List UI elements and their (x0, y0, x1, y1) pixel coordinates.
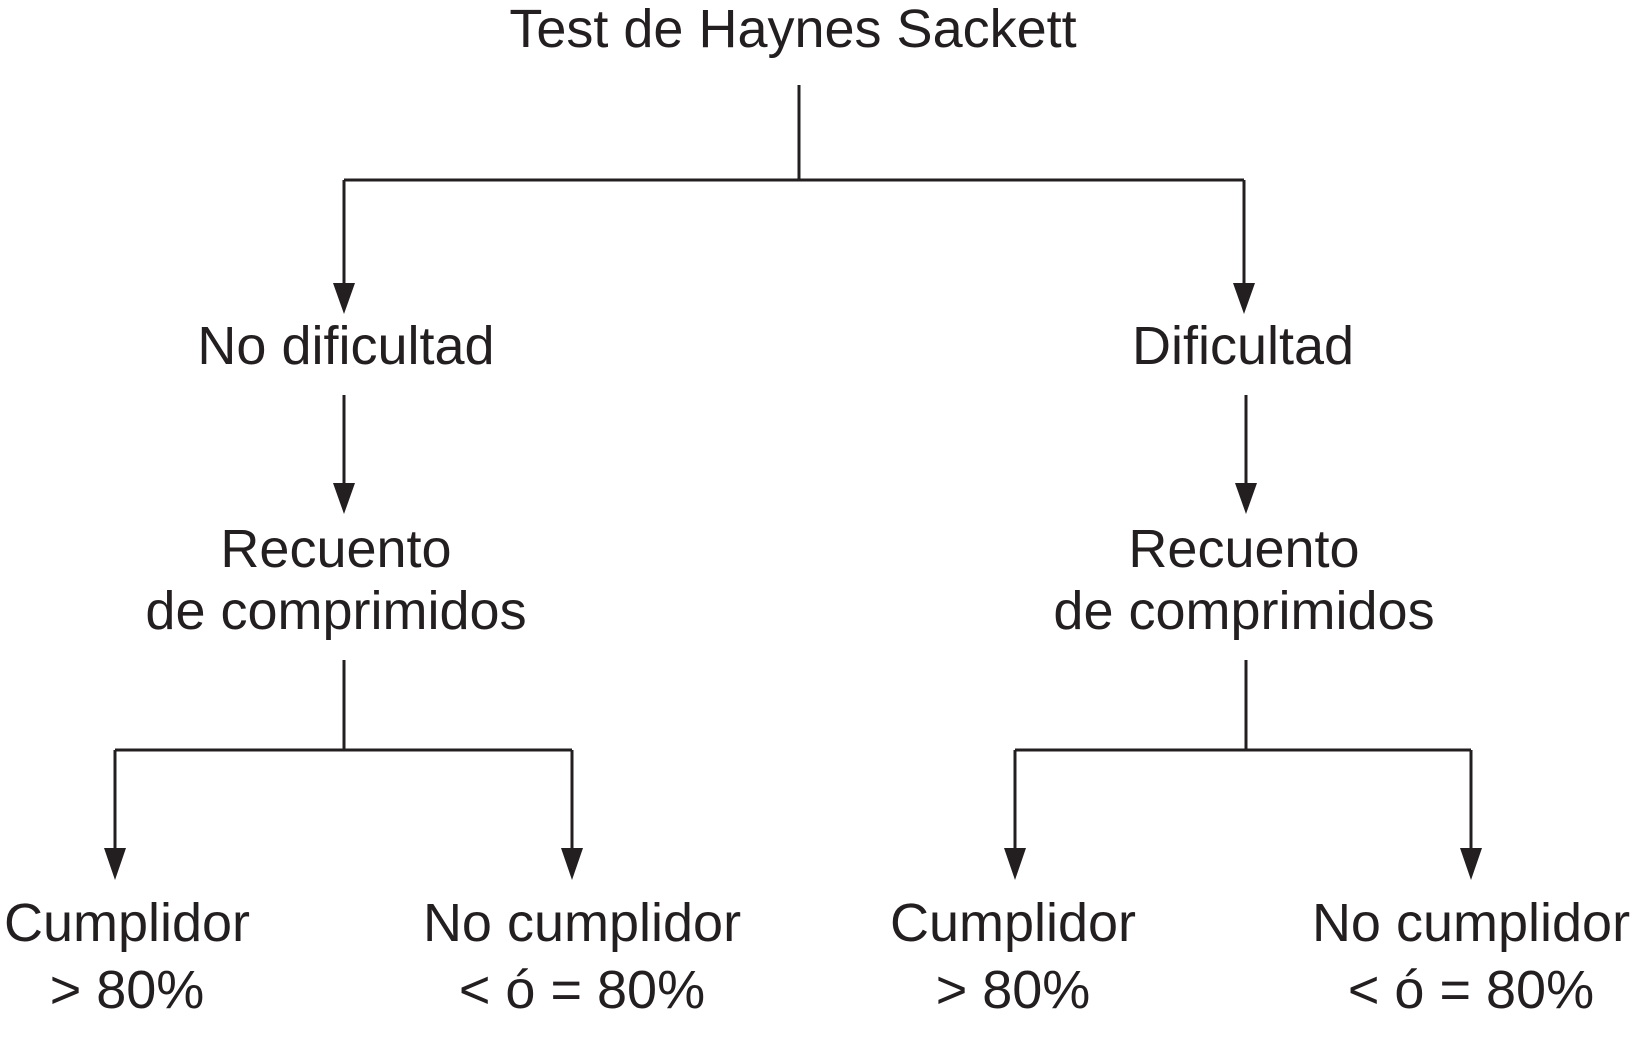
root-node: Test de Haynes Sackett (509, 0, 1076, 60)
outcome-node-right-noncompliant: No cumplidor < ó = 80% (1312, 892, 1630, 1021)
outcome-threshold: > 80% (935, 960, 1091, 1020)
outcome-label: No cumplidor (422, 893, 742, 953)
left-outcome-1-arrowhead (104, 848, 126, 880)
outcome-threshold: < ó = 80% (1347, 960, 1595, 1020)
outcome-node-left-compliant: Cumplidor > 80% (4, 892, 250, 1021)
step-line-2: de comprimidos (1053, 581, 1435, 641)
step-node-right: Recuento de comprimidos (1053, 518, 1434, 642)
outcome-threshold: > 80% (49, 960, 205, 1020)
outcome-label: No cumplidor (1311, 893, 1631, 953)
step-line-1: Recuento (220, 519, 452, 579)
outcome-node-right-compliant: Cumplidor > 80% (890, 892, 1136, 1021)
root-label: Test de Haynes Sackett (509, 0, 1077, 59)
step-line-2: de comprimidos (145, 581, 527, 641)
outcome-label: Cumplidor (3, 893, 251, 953)
outcome-label: Cumplidor (889, 893, 1137, 953)
right-branch-arrowhead (1233, 283, 1255, 314)
right-outcome-1-arrowhead (1004, 848, 1026, 880)
step-line-1: Recuento (1128, 519, 1360, 579)
step-node-left: Recuento de comprimidos (145, 518, 526, 642)
left-step-arrowhead (333, 483, 355, 514)
outcome-threshold: < ó = 80% (458, 960, 706, 1020)
branch-label: No dificultad (197, 316, 495, 376)
left-outcome-2-arrowhead (561, 848, 583, 880)
outcome-node-left-noncompliant: No cumplidor < ó = 80% (423, 892, 741, 1021)
branch-node-difficulty: Dificultad (1132, 315, 1354, 377)
branch-label: Dificultad (1131, 316, 1355, 376)
branch-node-no-difficulty: No dificultad (197, 315, 494, 377)
right-step-arrowhead (1235, 483, 1257, 514)
left-branch-arrowhead (333, 283, 355, 314)
right-outcome-2-arrowhead (1460, 848, 1482, 880)
